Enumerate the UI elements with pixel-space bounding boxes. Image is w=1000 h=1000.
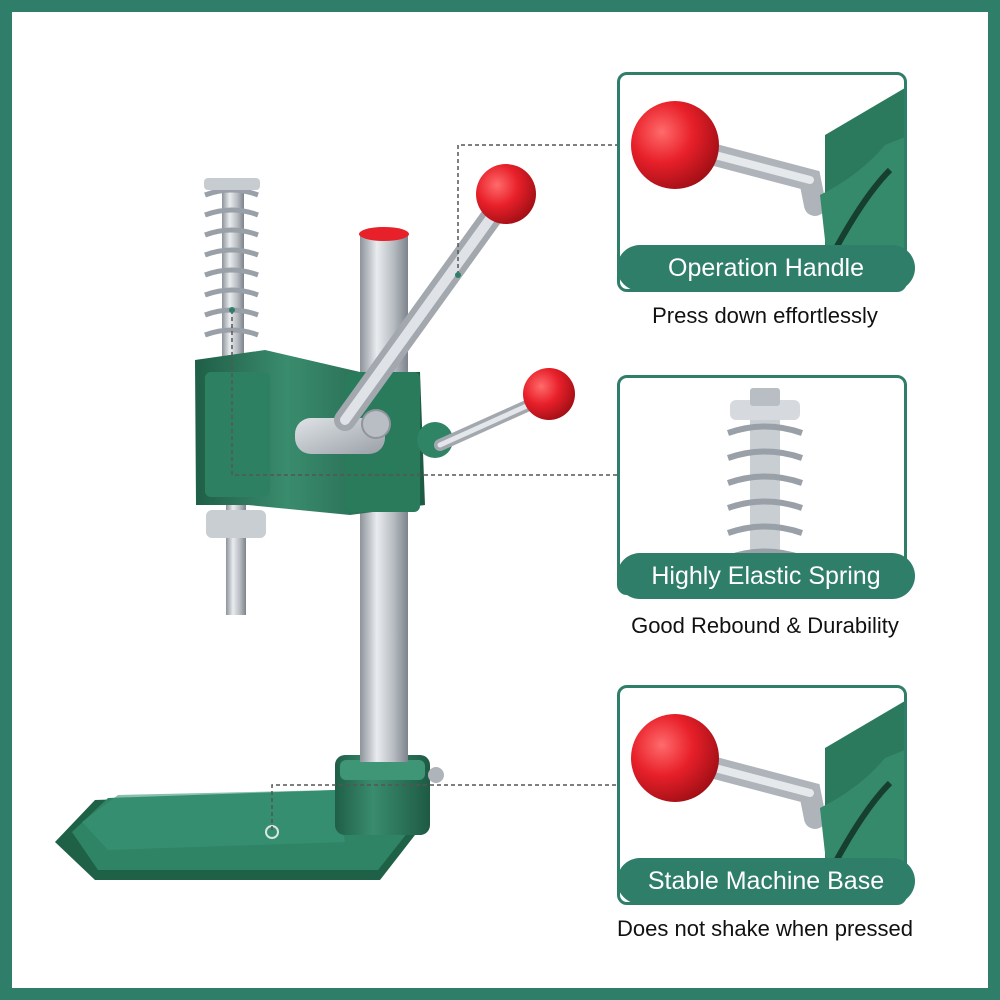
feature-title-spring: Highly Elastic Spring (617, 553, 915, 599)
pivot-shaft (295, 409, 391, 454)
feature-subtitle-spring: Good Rebound & Durability (631, 613, 899, 638)
operation-handle-main (334, 164, 536, 431)
leader-lines (229, 144, 617, 830)
feature-subtitle-base: Does not shake when pressed (617, 916, 913, 941)
machine-base (55, 755, 444, 880)
feature-subtitle-handle: Press down effortlessly (652, 303, 878, 328)
feature-title-handle: Operation Handle (617, 245, 915, 291)
operation-handle-secondary (434, 368, 575, 451)
base-closeup-image (631, 701, 904, 902)
feature-title-base: Stable Machine Base (617, 858, 915, 904)
